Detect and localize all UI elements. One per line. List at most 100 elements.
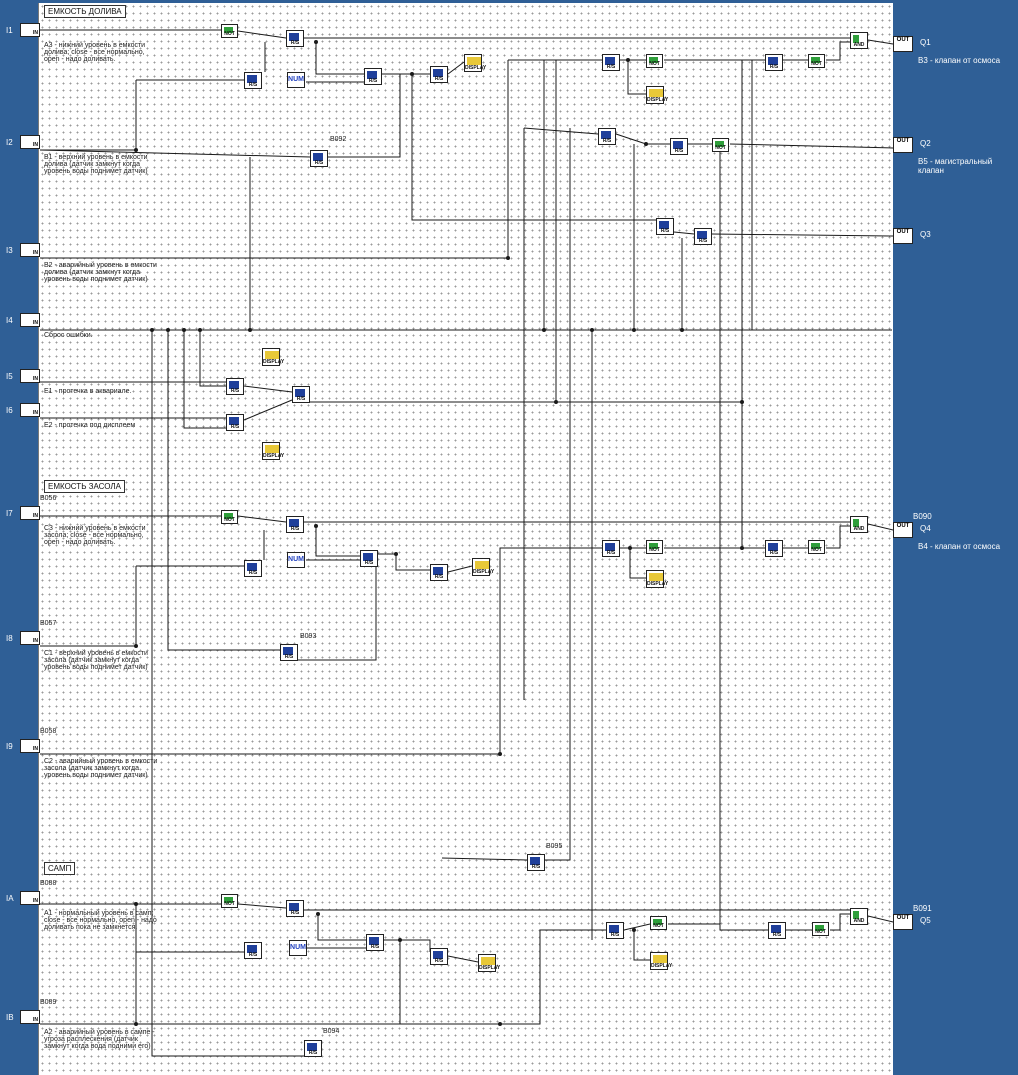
rs-block[interactable]: R/S bbox=[226, 378, 244, 395]
rs-block[interactable]: R/S bbox=[765, 54, 783, 71]
not-block[interactable]: NOT bbox=[808, 54, 825, 68]
block-type-label: NOT bbox=[653, 923, 664, 929]
wire bbox=[243, 399, 293, 421]
block-type-label: IN bbox=[33, 898, 38, 904]
num-block[interactable]: NUM bbox=[287, 552, 305, 568]
block-tag: B088 bbox=[40, 880, 57, 887]
block-tag: B094 bbox=[323, 1028, 340, 1035]
wire bbox=[40, 547, 602, 755]
not-block[interactable]: NOT bbox=[812, 922, 829, 936]
wire bbox=[384, 939, 431, 952]
rs-block[interactable]: R/S bbox=[606, 922, 624, 939]
not-block[interactable]: NOT bbox=[221, 510, 238, 524]
input-block-ib[interactable]: IN bbox=[20, 1010, 40, 1024]
not-block[interactable]: NOT bbox=[221, 894, 238, 908]
display-block[interactable]: DISPLAY bbox=[478, 954, 500, 972]
block-type-label: R/S bbox=[531, 864, 541, 870]
display-block[interactable]: DISPLAY bbox=[650, 952, 672, 970]
input-block-i6[interactable]: IN bbox=[20, 403, 40, 417]
rs-block[interactable]: R/S bbox=[280, 644, 298, 661]
rs-block[interactable]: R/S bbox=[364, 68, 382, 85]
not-block[interactable]: NOT bbox=[808, 540, 825, 554]
wire-junction bbox=[680, 328, 684, 332]
rs-block[interactable]: R/S bbox=[304, 1040, 322, 1057]
not-icon bbox=[811, 57, 820, 63]
input-block-i3[interactable]: IN bbox=[20, 243, 40, 257]
wire bbox=[867, 39, 894, 45]
not-block[interactable]: NOT bbox=[646, 54, 663, 68]
and-block[interactable]: AND bbox=[850, 32, 868, 49]
and-block[interactable]: AND bbox=[850, 516, 868, 533]
input-block-ia[interactable]: IN bbox=[20, 891, 40, 905]
rs-block[interactable]: R/S bbox=[527, 854, 545, 871]
rs-icon bbox=[433, 69, 443, 77]
not-icon bbox=[649, 543, 658, 549]
output-block-q3[interactable]: OUT bbox=[893, 228, 913, 244]
rs-block[interactable]: R/S bbox=[360, 550, 378, 567]
rs-block[interactable]: R/S bbox=[366, 934, 384, 951]
rs-icon bbox=[605, 543, 615, 551]
num-block[interactable]: NUM bbox=[287, 72, 305, 88]
not-block[interactable]: NOT bbox=[646, 540, 663, 554]
rs-block[interactable]: R/S bbox=[226, 414, 244, 431]
rs-block[interactable]: R/S bbox=[286, 900, 304, 917]
block-type-label: R/S bbox=[769, 550, 779, 556]
rs-block[interactable]: R/S bbox=[244, 72, 262, 89]
rs-block[interactable]: R/S bbox=[765, 540, 783, 557]
wire bbox=[315, 526, 360, 557]
output-block-q2[interactable]: OUT bbox=[893, 137, 913, 153]
display-block[interactable]: DISPLAY bbox=[262, 348, 284, 366]
section-title: ЕМКОСТЬ ДОЛИВА bbox=[44, 5, 126, 18]
rs-block[interactable]: R/S bbox=[430, 66, 448, 83]
rs-icon bbox=[673, 141, 683, 149]
rs-block[interactable]: R/S bbox=[598, 128, 616, 145]
rs-block[interactable]: R/S bbox=[430, 948, 448, 965]
rs-block[interactable]: R/S bbox=[430, 564, 448, 581]
not-block[interactable]: NOT bbox=[221, 24, 238, 38]
input-block-i1[interactable]: IN bbox=[20, 23, 40, 37]
display-block[interactable]: DISPLAY bbox=[262, 442, 284, 460]
display-block[interactable]: DISPLAY bbox=[646, 86, 668, 104]
rs-icon bbox=[768, 57, 778, 65]
block-type-label: R/S bbox=[230, 388, 240, 394]
rs-block[interactable]: R/S bbox=[292, 386, 310, 403]
and-block[interactable]: AND bbox=[850, 908, 868, 925]
block-type-label: R/S bbox=[290, 40, 300, 46]
rs-block[interactable]: R/S bbox=[310, 150, 328, 167]
rs-block[interactable]: R/S bbox=[244, 560, 262, 577]
display-block[interactable]: DISPLAY bbox=[646, 570, 668, 588]
input-block-i9[interactable]: IN bbox=[20, 739, 40, 753]
rs-icon bbox=[768, 543, 778, 551]
output-block-q1[interactable]: OUT bbox=[893, 36, 913, 52]
num-block[interactable]: NUM bbox=[289, 940, 307, 956]
rs-block[interactable]: R/S bbox=[244, 942, 262, 959]
rs-block[interactable]: R/S bbox=[286, 30, 304, 47]
rs-block[interactable]: R/S bbox=[768, 922, 786, 939]
not-block[interactable]: NOT bbox=[650, 916, 667, 930]
display-block[interactable]: DISPLAY bbox=[472, 558, 494, 576]
rs-block[interactable]: R/S bbox=[670, 138, 688, 155]
output-block-q4[interactable]: OUT bbox=[893, 522, 913, 538]
output-block-q5[interactable]: OUT bbox=[893, 914, 913, 930]
display-block[interactable]: DISPLAY bbox=[464, 54, 486, 72]
input-block-i2[interactable]: IN bbox=[20, 135, 40, 149]
input-block-i7[interactable]: IN bbox=[20, 506, 40, 520]
rs-block[interactable]: R/S bbox=[602, 54, 620, 71]
input-block-i4[interactable]: IN bbox=[20, 313, 40, 327]
not-block[interactable]: NOT bbox=[712, 138, 729, 152]
block-type-label: OUT bbox=[896, 229, 910, 235]
rs-icon bbox=[229, 417, 239, 425]
input-pin-label: I4 bbox=[6, 316, 13, 325]
output-pin-label: Q3 bbox=[920, 230, 931, 239]
ladder-canvas[interactable] bbox=[38, 3, 893, 1075]
block-type-label: NOT bbox=[815, 929, 826, 935]
rs-block[interactable]: R/S bbox=[602, 540, 620, 557]
input-block-i5[interactable]: IN bbox=[20, 369, 40, 383]
block-tag: B093 bbox=[300, 633, 317, 640]
rs-block[interactable]: R/S bbox=[656, 218, 674, 235]
rs-icon bbox=[289, 903, 299, 911]
not-icon bbox=[224, 897, 233, 903]
rs-block[interactable]: R/S bbox=[286, 516, 304, 533]
rs-block[interactable]: R/S bbox=[694, 228, 712, 245]
input-block-i8[interactable]: IN bbox=[20, 631, 40, 645]
